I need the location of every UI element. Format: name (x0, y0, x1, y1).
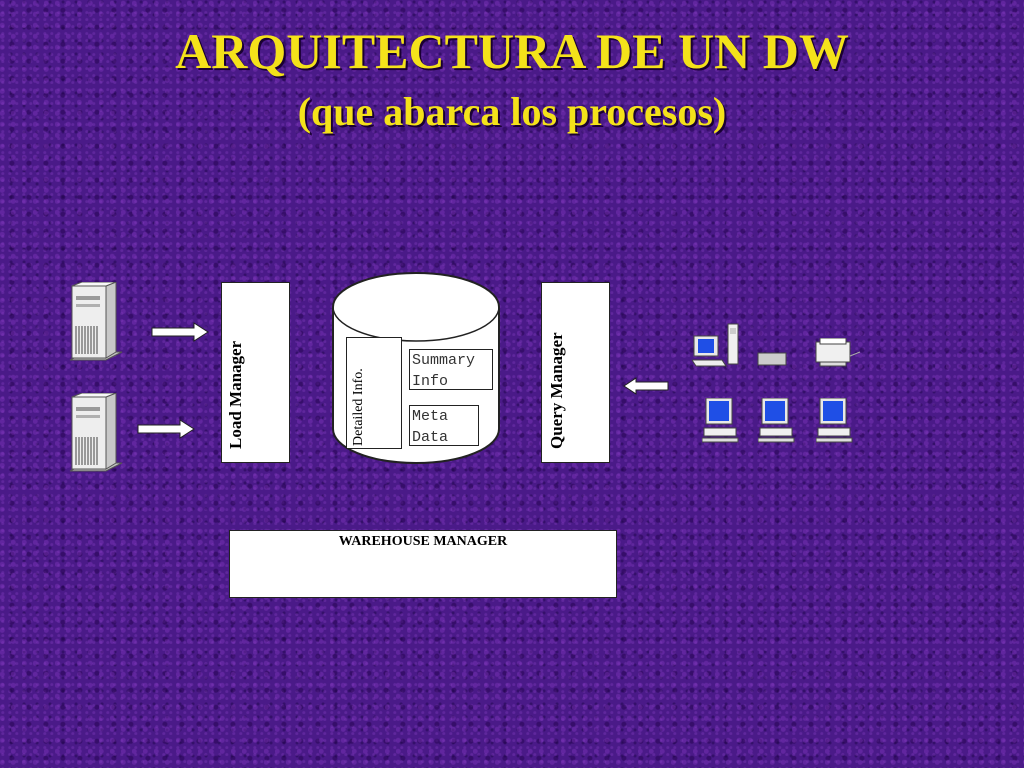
load-manager-label: Load Manager (226, 340, 245, 449)
query-manager-label: Query Manager (547, 332, 566, 449)
load-manager-panel: Load Manager (221, 282, 290, 463)
summary-info-box: Summary Info (409, 349, 493, 390)
server-tower-icon (69, 393, 123, 472)
desktop-computer-icon (816, 398, 853, 443)
desktop-computer-icon (702, 398, 739, 443)
query-manager-panel: Query Manager (541, 282, 610, 463)
slide-subtitle: (que abarca los procesos) (297, 89, 727, 134)
meta-data-box: Meta Data (409, 405, 479, 446)
scanner-icon (757, 352, 787, 366)
arrow-right-icon (137, 419, 195, 439)
arrow-right-icon (151, 322, 209, 342)
detailed-info-box: Detailed Info. (346, 337, 402, 449)
server-tower-icon (69, 282, 123, 361)
detailed-info-label: Detailed Info. (351, 368, 366, 446)
desktop-computer-icon (692, 323, 739, 367)
warehouse-manager-label: WAREHOUSE MANAGER (338, 534, 508, 549)
printer-icon (815, 338, 861, 367)
desktop-computer-icon (758, 398, 795, 443)
arrow-left-icon (623, 377, 669, 395)
slide-title: ARQUITECTURA DE UN DW (175, 23, 849, 79)
warehouse-manager-box: WAREHOUSE MANAGER (229, 530, 617, 598)
